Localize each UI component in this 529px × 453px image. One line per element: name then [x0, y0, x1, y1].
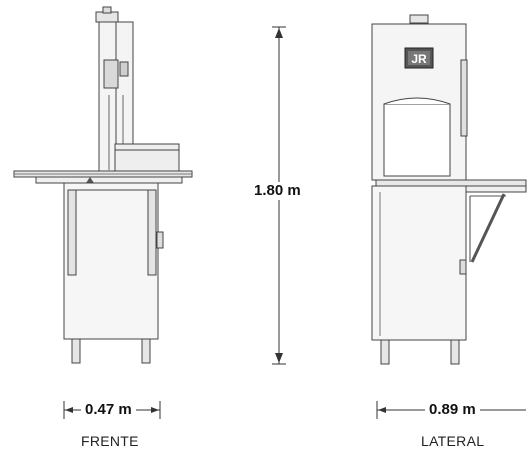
front-view-label: FRENTE [81, 433, 139, 449]
side-view-drawing: JR [371, 14, 527, 365]
side-view-label: LATERAL [421, 433, 485, 449]
side-width-dimension-label: 0.89 m [425, 401, 480, 419]
height-dimension-label: 1.80 m [252, 182, 303, 200]
jr-logo: JR [411, 52, 427, 66]
front-view-drawing [13, 6, 193, 364]
front-width-dimension-label: 0.47 m [81, 401, 136, 419]
